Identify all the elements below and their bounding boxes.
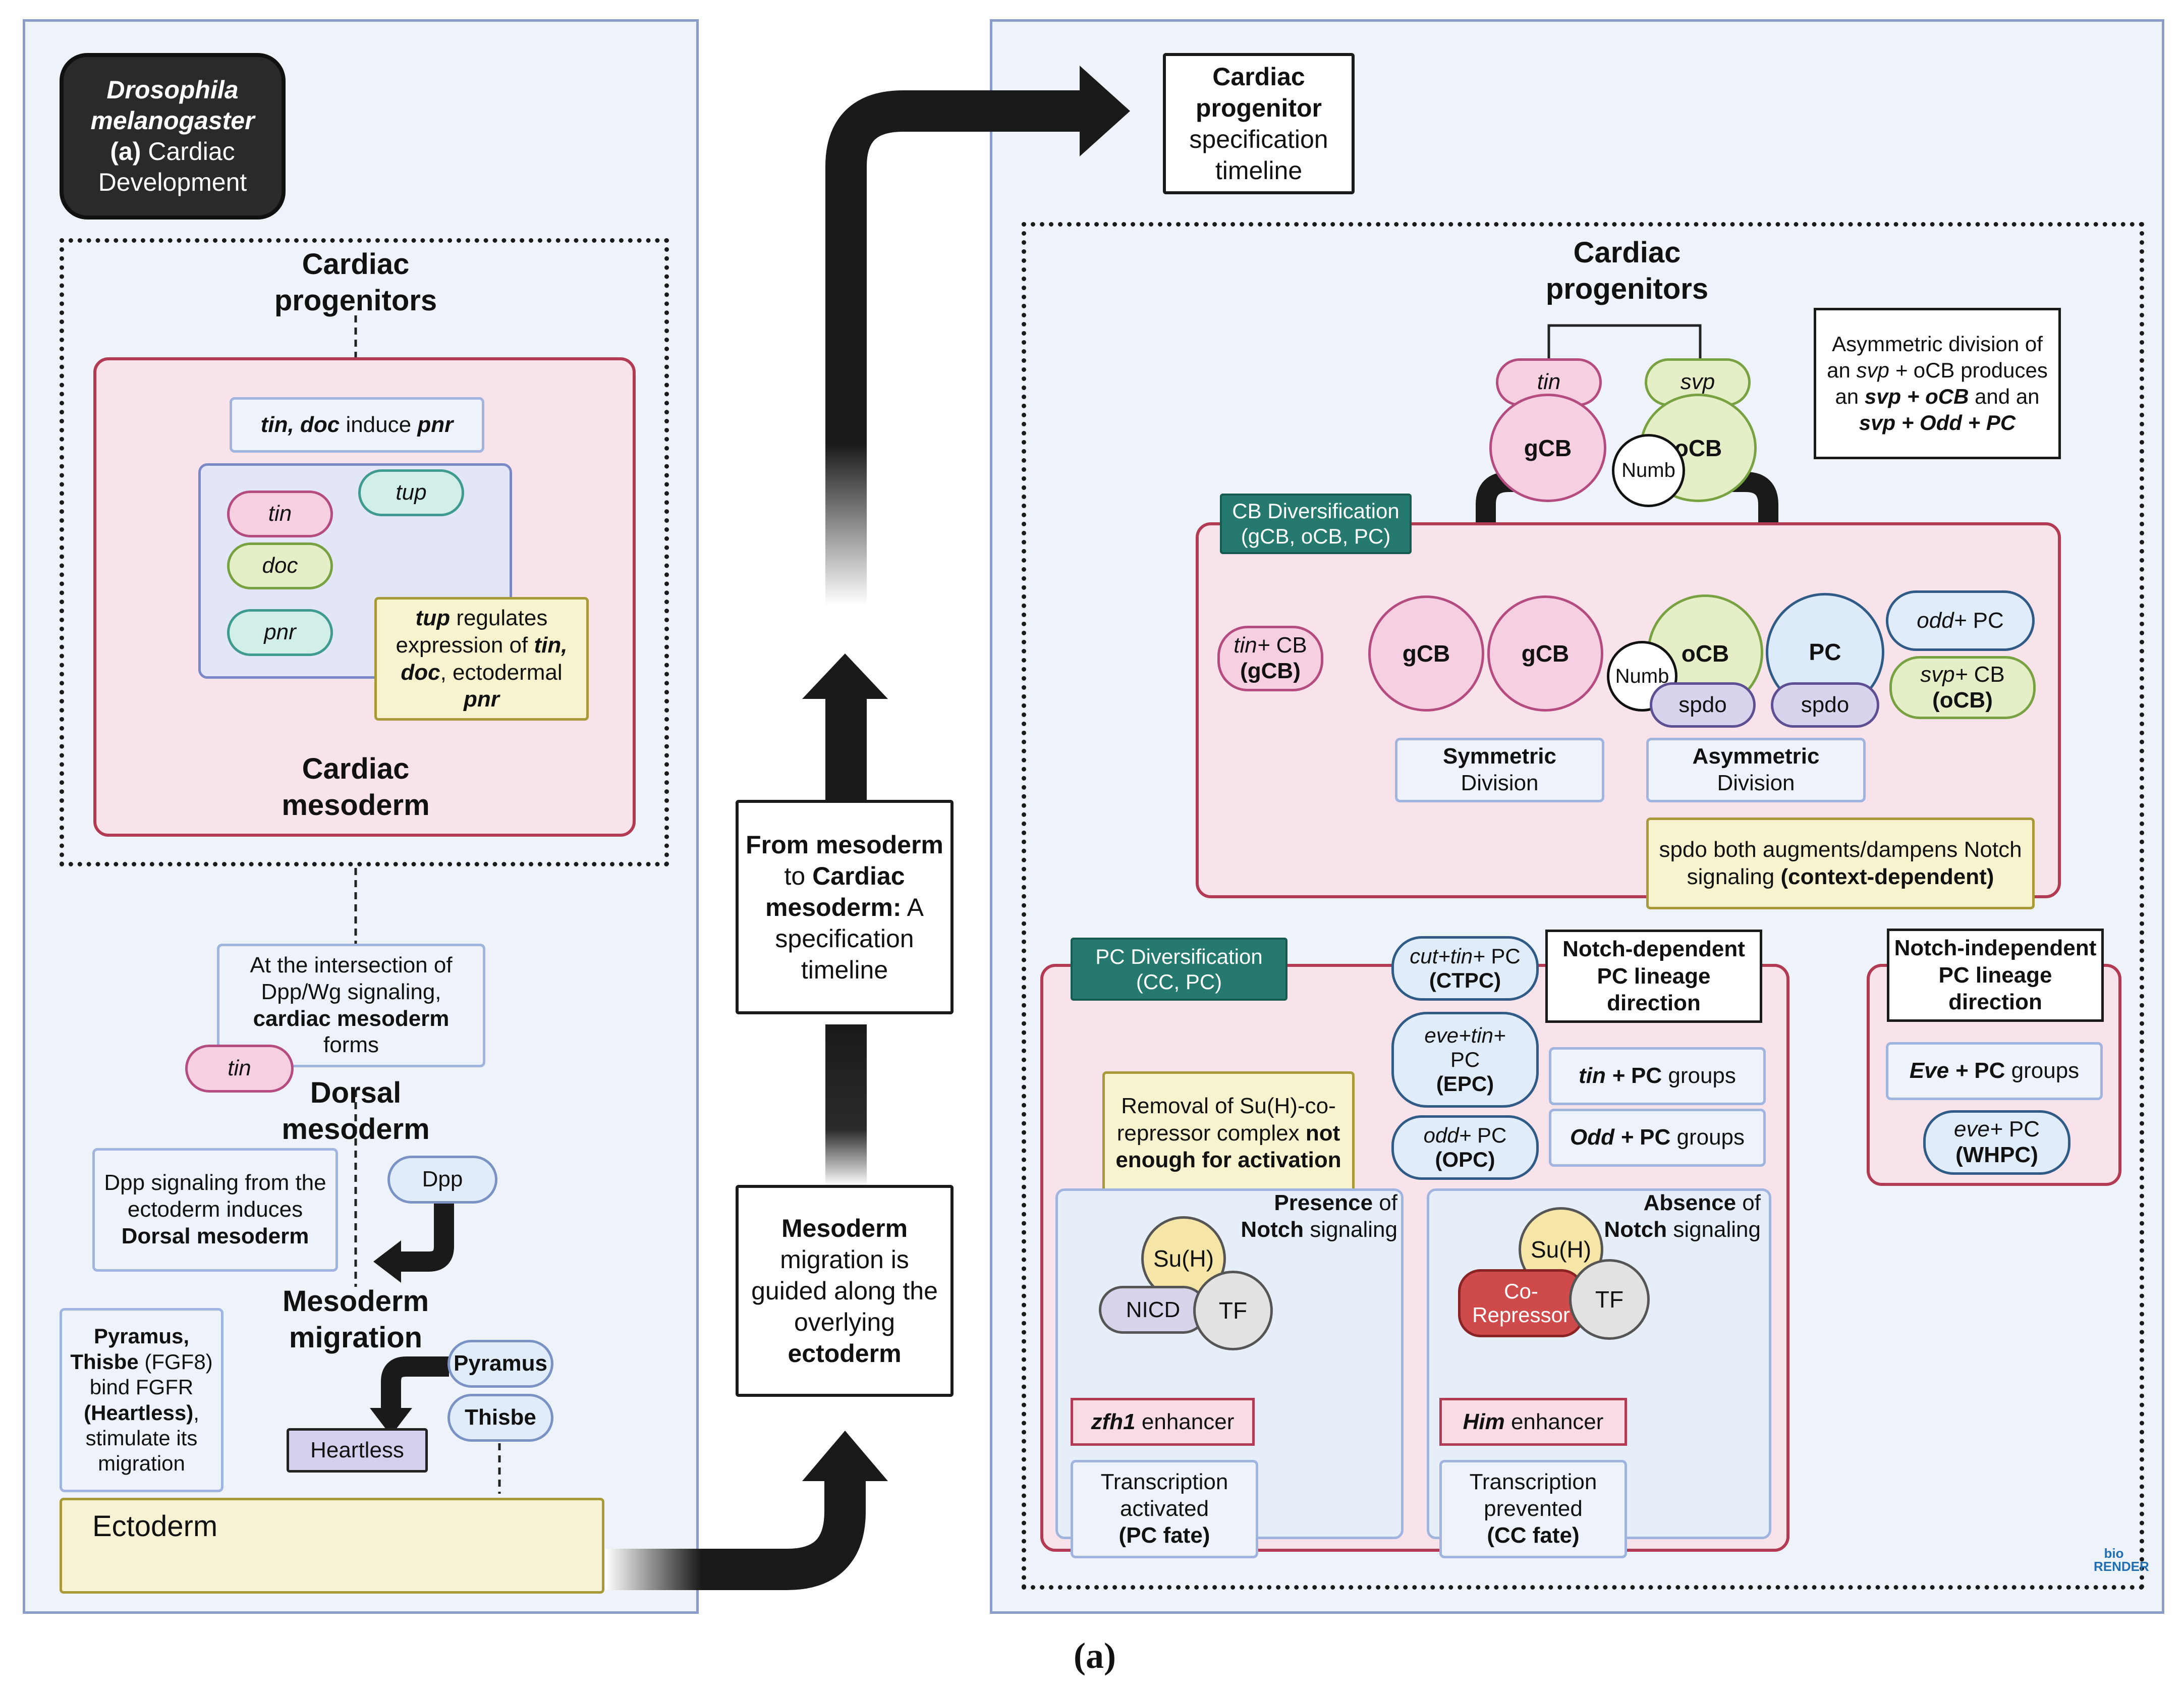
from-mesoderm-box: From mesoderm to Cardiac mesoderm: A spe… [736, 800, 954, 1014]
zfh1-enhancer: zfh1 enhancer [1071, 1398, 1255, 1446]
title-badge: Drosophila melanogaster (a) Cardiac Deve… [60, 53, 286, 220]
gene-tin: tin [227, 491, 333, 537]
mesoderm-migration-box: Mesoderm migration is guided along the o… [736, 1185, 954, 1397]
spdo-pc: spdo [1771, 682, 1879, 728]
dpp-signaling-box: Dpp signaling from the ectoderm induces … [92, 1148, 338, 1272]
gcb-daughter-2: gCB [1487, 595, 1603, 712]
numb-protein-top: Numb [1612, 434, 1685, 507]
co-repressor-protein: Co-Repressor [1458, 1269, 1584, 1337]
odd-pc-groups: Odd + PC groups [1549, 1109, 1766, 1167]
dorsal-mesoderm-label: Dorsal mesoderm [282, 1076, 430, 1146]
tin-pill-right: tin [1496, 358, 1602, 406]
gene-pnr: pnr [227, 609, 333, 656]
species-name: Drosophila melanogaster [90, 76, 255, 135]
gcb-daughter-1: gCB [1368, 595, 1484, 712]
whpc-pill: eve+ PC(WHPC) [1923, 1110, 2070, 1175]
cardiac-progenitors-frame [60, 238, 669, 866]
gcb-cell: gCB [1489, 394, 1606, 502]
spdo-note: spdo both augments/dampens Notch signali… [1646, 818, 2035, 909]
presence-label: Presence of Notch signaling [1241, 1190, 1397, 1242]
induce-box: tin, doc induce pnr [230, 397, 484, 453]
dpp-pill: Dpp [387, 1156, 497, 1204]
mesoderm-migration-label: Mesoderm migration [282, 1285, 429, 1354]
figure-caption: (a) [1074, 1636, 1116, 1676]
left-cardiac-progenitors-label: Cardiac progenitors [274, 248, 437, 317]
eve-pc-groups: Eve + PC groups [1886, 1042, 2103, 1100]
badge-title: Cardiac Development [98, 137, 247, 196]
him-enhancer: Him enhancer [1439, 1398, 1627, 1446]
tf-protein-right: TF [1569, 1259, 1650, 1340]
right-cardiac-progenitors-label: Cardiac progenitors [1545, 236, 1709, 305]
ectoderm-label: Ectoderm [92, 1510, 218, 1543]
cb-diversification-tag: CB Diversification (gCB, oCB, PC) [1220, 494, 1412, 554]
pyramus-pill: Pyramus [447, 1340, 553, 1388]
opc-pill: odd+ PC(OPC) [1391, 1115, 1539, 1180]
notch-independent-box: Notch-independent PC lineage direction [1887, 929, 2104, 1022]
absence-label: Absence of Notch signaling [1604, 1190, 1761, 1242]
tin-pc-groups: tin + PC groups [1549, 1047, 1766, 1105]
tin-pill-dorsal: tin [185, 1045, 294, 1093]
removal-note: Removal of Su(H)-co-repressor complex no… [1102, 1071, 1355, 1195]
gene-doc: doc [227, 542, 333, 589]
ctpc-pill: cut+tin+ PC(CTPC) [1391, 936, 1539, 1001]
thisbe-pill: Thisbe [447, 1394, 553, 1442]
timeline-frame [1022, 222, 2144, 1590]
tf-protein-left: TF [1193, 1271, 1273, 1350]
epc-pill: eve+tin+PC(EPC) [1391, 1012, 1539, 1108]
odd-pc-pill: odd+ PC [1886, 590, 2035, 651]
tup-regulates-box: tup regulates expression of tin, doc, ec… [374, 597, 589, 721]
panel-letter: (a) [110, 137, 141, 166]
svp-cb-pill: svp+ CB(oCB) [1889, 656, 2036, 719]
nicd-protein: NICD [1099, 1286, 1207, 1334]
heartless-receptor: Heartless [287, 1428, 428, 1473]
gene-tup: tup [358, 469, 464, 516]
pc-diversification-tag: PC Diversification (CC, PC) [1071, 938, 1287, 1001]
asymmetric-note: Asymmetric division of an svp + oCB prod… [1814, 308, 2061, 459]
spdo-ocb: spdo [1650, 682, 1756, 728]
biorender-logo: bio RENDER [2094, 1546, 2149, 1574]
pyramus-thisbe-box: Pyramus, Thisbe (FGF8) bind FGFR (Heartl… [60, 1308, 223, 1492]
left-cardiac-mesoderm-label: Cardiac mesoderm [282, 752, 430, 822]
timeline-title-box: Cardiac progenitor specification timelin… [1163, 53, 1355, 194]
ectoderm-layer [60, 1498, 604, 1594]
transcription-prevented: Transcription prevented(CC fate) [1439, 1460, 1627, 1558]
notch-dependent-box: Notch-dependent PC lineage direction [1545, 930, 1762, 1023]
tin-cb-pill: tin+ CB(gCB) [1217, 626, 1323, 691]
transcription-activated: Transcription activated(PC fate) [1071, 1460, 1258, 1558]
